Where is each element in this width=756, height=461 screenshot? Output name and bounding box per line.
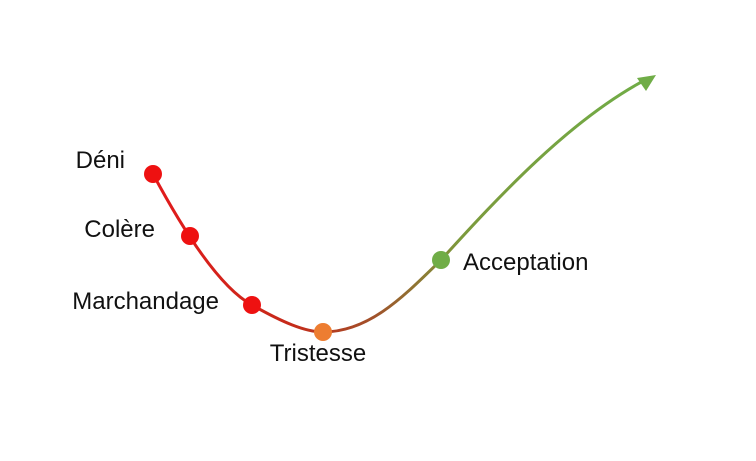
stage-marker-colere [181, 227, 199, 245]
stage-marker-tristesse [314, 323, 332, 341]
arrowhead-icon [637, 75, 656, 91]
stage-label-acceptation: Acceptation [463, 249, 588, 276]
stage-marker-deni [144, 165, 162, 183]
stage-label-marchandage: Marchandage [72, 288, 219, 315]
stage-label-deni: Déni [76, 147, 125, 174]
progress-curve [151, 78, 647, 334]
stage-label-tristesse: Tristesse [270, 340, 366, 367]
stage-label-colere: Colère [84, 216, 155, 243]
stage-marker-marchandage [243, 296, 261, 314]
stage-marker-acceptation [432, 251, 450, 269]
